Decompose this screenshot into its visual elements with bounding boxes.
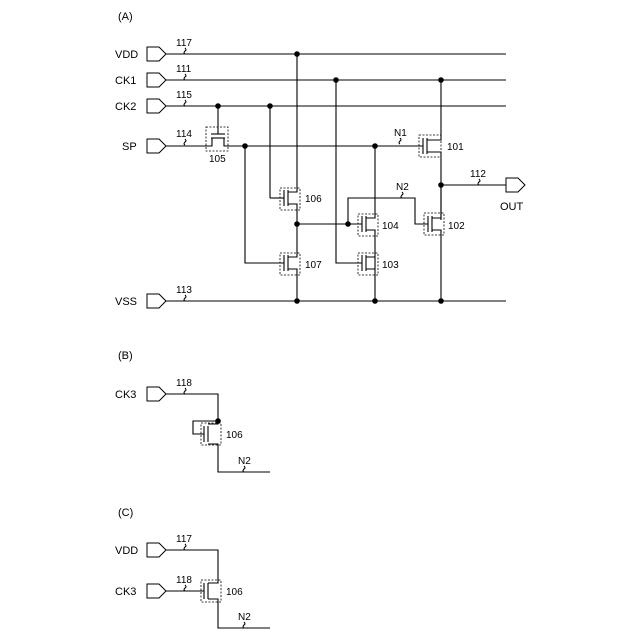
vdd-pin-icon	[147, 47, 166, 61]
vss-pin-icon	[147, 294, 166, 308]
ck1-pin-icon	[147, 73, 166, 87]
transistor-107-drain-source	[288, 224, 297, 301]
node-n2-label: N2	[238, 456, 251, 467]
wire-115-label: 115	[176, 90, 192, 101]
wire-111-label: 111	[176, 64, 192, 75]
transistor-103-drain-source	[366, 257, 375, 269]
out-signal-label: OUT	[500, 201, 524, 213]
ck3-signal-label: CK3	[115, 389, 136, 401]
transistor-102-drain-source	[432, 185, 441, 301]
transistor-104: 104	[358, 146, 399, 301]
vss-signal-label: VSS	[115, 296, 137, 308]
junction-dot	[267, 103, 273, 109]
transistor-103-label: 103	[382, 260, 399, 271]
transistor-101-label: 101	[447, 142, 464, 153]
node-n2-label: N2	[396, 182, 409, 193]
vdd-pin-icon	[147, 543, 166, 557]
junction-dot	[438, 77, 444, 83]
transistor-102: 102	[424, 185, 465, 301]
diagram-c-label: (C)	[118, 507, 133, 519]
junction-dot	[294, 51, 300, 57]
transistor-106-label: 106	[226, 587, 243, 598]
diagram-c: (C) VDD CK3 117 118 106 N2	[115, 507, 270, 628]
diagram-b-label: (B)	[118, 350, 133, 362]
transistor-105-outline	[206, 127, 228, 151]
junction-dot	[372, 298, 378, 304]
junction-dot	[294, 221, 300, 227]
diagram-a: (A) VDD CK1 CK2 SP VSS OUT 117 111 115 1…	[115, 11, 525, 308]
transistor-101-drain-source	[427, 80, 441, 220]
transistor-105: 105	[206, 106, 228, 165]
junction-dot	[438, 182, 444, 188]
transistor-107-label: 107	[305, 260, 322, 271]
node-n1-label: N1	[394, 128, 407, 139]
wire-114-label: 114	[176, 129, 192, 140]
transistor-107-gate-wire	[245, 146, 284, 263]
vdd-path-wire	[166, 550, 270, 628]
wire-number-labels: 117 111 115 114 113 112 N1 N2	[176, 38, 486, 301]
junction-dot	[215, 103, 221, 109]
out-pin-icon	[506, 178, 525, 192]
wire-117-label: 117	[176, 38, 192, 49]
wire-117-label: 117	[176, 534, 192, 545]
junction-dot	[333, 77, 339, 83]
wire-113-label: 113	[176, 285, 192, 296]
junction-dot	[345, 221, 351, 227]
diagram-a-label: (A)	[118, 11, 133, 23]
ck1-signal-label: CK1	[115, 75, 136, 87]
junction-dot	[438, 298, 444, 304]
transistor-105-label: 105	[209, 154, 226, 165]
wire-118-label: 118	[176, 378, 192, 389]
transistor-106-label: 106	[226, 430, 243, 441]
node-n2-label: N2	[238, 612, 251, 623]
sp-signal-label: SP	[122, 141, 137, 153]
transistor-105-terminals	[208, 138, 228, 146]
junction-dot	[372, 143, 378, 149]
ck2-pin-icon	[147, 99, 166, 113]
wire-112-label: 112	[470, 169, 486, 180]
vdd-signal-label: VDD	[115, 545, 138, 557]
transistor-101: 101	[419, 80, 464, 220]
ck3-pin-icon	[147, 387, 166, 401]
transistor-104-label: 104	[382, 221, 399, 232]
wire-118-label: 118	[176, 575, 192, 586]
ck3-pin-icon	[147, 584, 166, 598]
vdd-signal-label: VDD	[115, 49, 138, 61]
junction-dot	[242, 143, 248, 149]
transistor-104-drain-source	[366, 146, 375, 301]
transistor-103-gate-wire	[336, 80, 362, 263]
ck3-signal-label: CK3	[115, 586, 136, 598]
sp-pin-icon	[147, 139, 166, 153]
transistor-102-label: 102	[448, 221, 465, 232]
junction-dot	[294, 298, 300, 304]
transistor-106-label: 106	[305, 194, 322, 205]
transistor-103: 103	[336, 80, 399, 275]
ck2-signal-label: CK2	[115, 101, 136, 113]
diode-path-wire	[166, 394, 270, 472]
diagram-b: (B) CK3 118 106 N2	[115, 350, 270, 472]
